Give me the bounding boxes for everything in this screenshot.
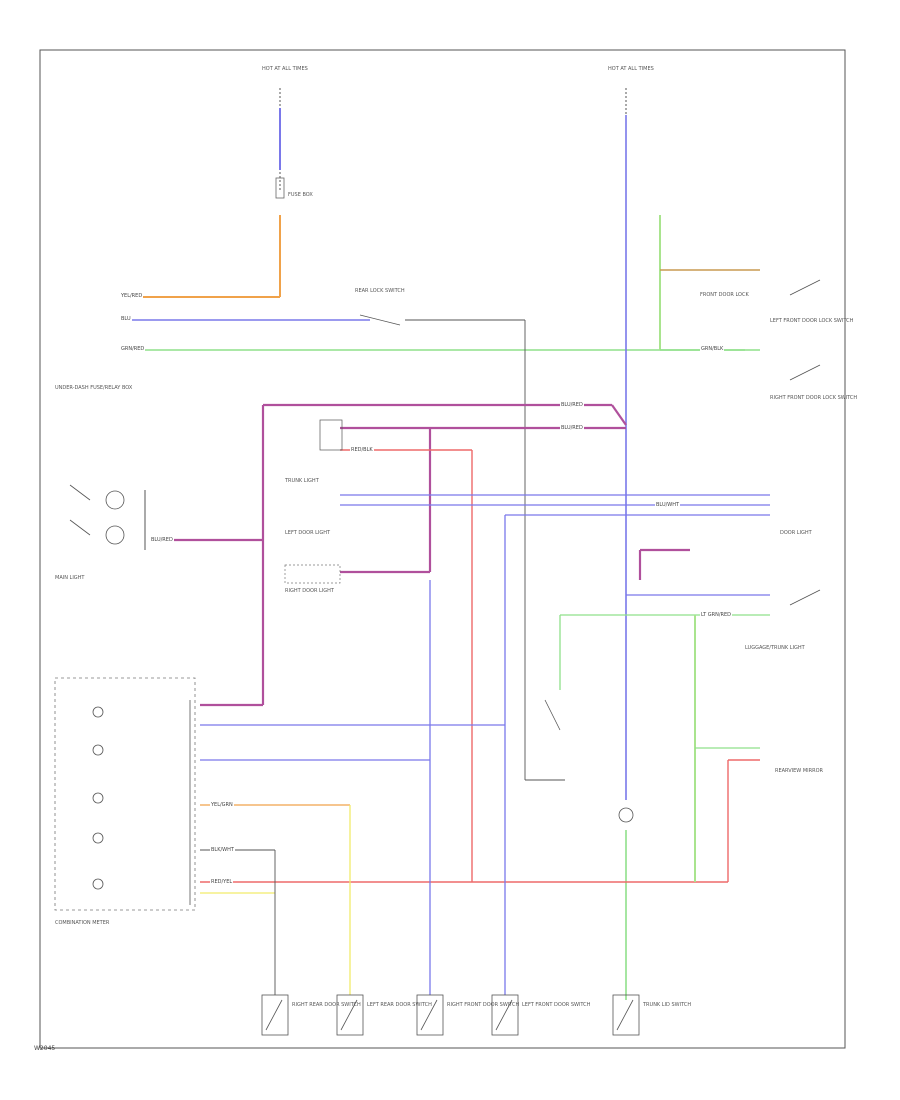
label-yel-grn: YEL/GRN <box>210 802 234 808</box>
magenta-wires <box>150 403 690 707</box>
yellow-orange-wires <box>200 804 351 995</box>
label-blu: BLU <box>120 316 132 322</box>
hot-top-right-label: HOT AT ALL TIMES <box>608 66 654 72</box>
door-switch-1-label: RIGHT REAR DOOR SWITCH <box>292 1002 361 1008</box>
fuse-box-label: FUSE BOX <box>288 192 313 198</box>
main-light-label: MAIN LIGHT <box>55 575 85 581</box>
label-red-yel: RED/YEL <box>210 879 234 885</box>
main-bus-lines <box>120 319 745 781</box>
left-front-door-lock-label: LEFT FRONT DOOR LOCK SWITCH <box>770 318 854 324</box>
combination-meter-box <box>54 677 196 911</box>
label-grn-red: GRN/RED <box>120 346 146 352</box>
top-right-feed <box>625 88 760 1000</box>
door-switch-5-label: TRUNK LID SWITCH <box>643 1002 692 1008</box>
left-door-light-label: LEFT DOOR LIGHT <box>285 530 331 536</box>
blue-wires <box>200 494 770 995</box>
label-ltgrn-red: LT GRN/RED <box>700 612 732 618</box>
label-red-blk: RED/BLK <box>350 447 374 453</box>
door-switch-2-label: LEFT REAR DOOR SWITCH <box>367 1002 432 1008</box>
label-yel-red: YEL/RED <box>120 293 144 299</box>
diagram-border <box>39 49 846 1049</box>
footer-code: W2045 <box>34 1045 56 1052</box>
main-light-symbol <box>69 484 146 550</box>
center-switches <box>284 314 401 584</box>
bottom-switches <box>261 994 640 1036</box>
rear-lock-switch-label: REAR LOCK SWITCH <box>355 288 405 294</box>
label-blk-wht: BLK/WHT <box>210 847 235 853</box>
door-light-label: DOOR LIGHT <box>780 530 812 536</box>
label-blu-red-2: BLU/RED <box>560 425 584 431</box>
door-switch-4-label: LEFT FRONT DOOR SWITCH <box>522 1002 591 1008</box>
label-blu-red-1: BLU/RED <box>560 402 584 408</box>
green-wires <box>559 614 770 882</box>
luggage-light-label: LUGGAGE/TRUNK LIGHT <box>745 645 805 651</box>
right-switches <box>544 279 821 823</box>
door-switch-3-label: RIGHT FRONT DOOR SWITCH <box>447 1002 520 1008</box>
right-door-light-label: RIGHT DOOR LIGHT <box>285 588 334 594</box>
rearview-mirror-label: REARVIEW MIRROR <box>775 768 823 774</box>
red-wires <box>200 449 760 883</box>
hot-top-left-label: HOT AT ALL TIMES <box>262 66 308 72</box>
top-left-feed <box>120 88 285 298</box>
label-blu-red-3: BLU/RED <box>150 537 174 543</box>
under-dash-label: UNDER-DASH FUSE/RELAY BOX <box>55 385 133 391</box>
combination-meter-label: COMBINATION METER <box>55 920 110 926</box>
trunk-light-label: TRUNK LIGHT <box>285 478 319 484</box>
label-grn-blk: GRN/BLK <box>700 346 725 352</box>
label-blu-wht: BLU/WHT <box>655 502 681 508</box>
front-door-lock-label: FRONT DOOR LOCK <box>700 292 749 298</box>
right-front-door-lock-label: RIGHT FRONT DOOR LOCK SWITCH <box>770 395 858 401</box>
